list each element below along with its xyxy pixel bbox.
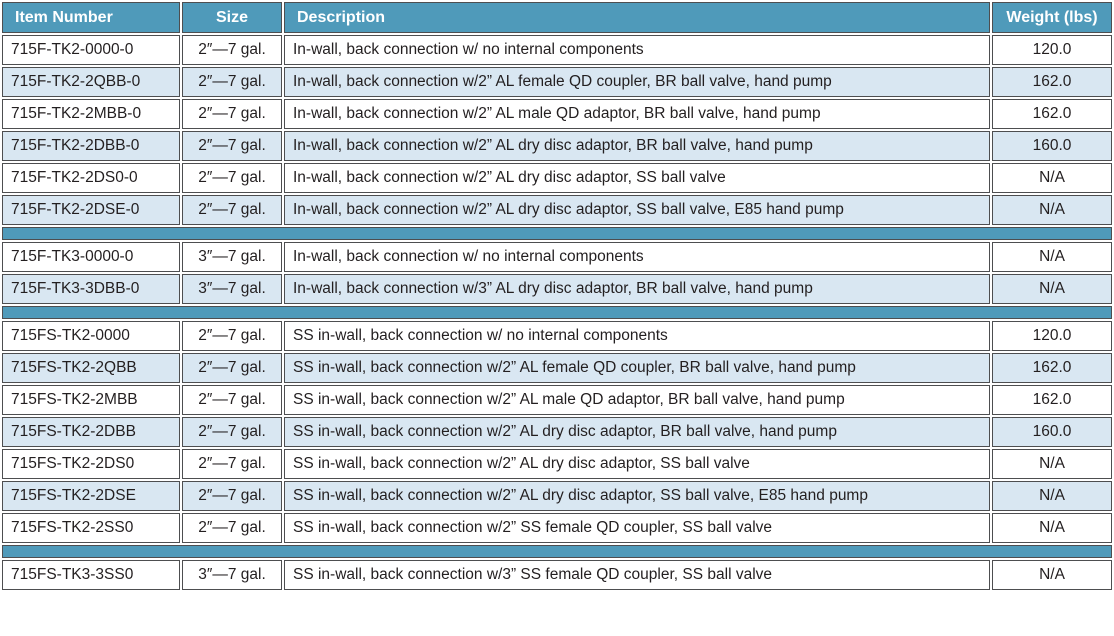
size-cell: 2″—7 gal. — [182, 417, 282, 447]
group-separator — [2, 227, 1112, 240]
size-cell: 2″—7 gal. — [182, 131, 282, 161]
size-cell: 2″—7 gal. — [182, 321, 282, 351]
item-number-cell: 715FS-TK2-2SS0 — [2, 513, 180, 543]
item-number-cell: 715FS-TK2-2DSE — [2, 481, 180, 511]
weight-cell: N/A — [992, 560, 1112, 590]
description-cell: SS in-wall, back connection w/2” AL dry … — [284, 417, 990, 447]
description-cell: In-wall, back connection w/ no internal … — [284, 242, 990, 272]
item-number-cell: 715FS-TK2-0000 — [2, 321, 180, 351]
header-description: Description — [284, 2, 990, 33]
item-number-cell: 715F-TK2-2DSE-0 — [2, 195, 180, 225]
description-cell: In-wall, back connection w/ no internal … — [284, 35, 990, 65]
description-cell: SS in-wall, back connection w/ no intern… — [284, 321, 990, 351]
item-number-cell: 715F-TK2-2QBB-0 — [2, 67, 180, 97]
weight-cell: N/A — [992, 513, 1112, 543]
weight-cell: N/A — [992, 242, 1112, 272]
weight-cell: N/A — [992, 449, 1112, 479]
description-cell: In-wall, back connection w/2” AL female … — [284, 67, 990, 97]
weight-cell: 162.0 — [992, 385, 1112, 415]
size-cell: 2″—7 gal. — [182, 67, 282, 97]
group-separator-band — [2, 227, 1112, 240]
item-number-cell: 715FS-TK2-2DS0 — [2, 449, 180, 479]
weight-cell: 160.0 — [992, 417, 1112, 447]
group-separator-band — [2, 545, 1112, 558]
weight-cell: 160.0 — [992, 131, 1112, 161]
weight-cell: 120.0 — [992, 35, 1112, 65]
description-cell: SS in-wall, back connection w/2” AL male… — [284, 385, 990, 415]
description-cell: In-wall, back connection w/3” AL dry dis… — [284, 274, 990, 304]
size-cell: 2″—7 gal. — [182, 385, 282, 415]
weight-cell: N/A — [992, 163, 1112, 193]
description-cell: SS in-wall, back connection w/2” AL fema… — [284, 353, 990, 383]
description-cell: In-wall, back connection w/2” AL dry dis… — [284, 131, 990, 161]
size-cell: 2″—7 gal. — [182, 99, 282, 129]
header-item-number: Item Number — [2, 2, 180, 33]
item-number-cell: 715FS-TK2-2DBB — [2, 417, 180, 447]
weight-cell: N/A — [992, 274, 1112, 304]
item-number-cell: 715F-TK2-2MBB-0 — [2, 99, 180, 129]
size-cell: 3″—7 gal. — [182, 560, 282, 590]
weight-cell: 120.0 — [992, 321, 1112, 351]
group-separator-band — [2, 306, 1112, 319]
weight-cell: 162.0 — [992, 353, 1112, 383]
description-cell: In-wall, back connection w/2” AL male QD… — [284, 99, 990, 129]
weight-cell: 162.0 — [992, 67, 1112, 97]
group-separator — [2, 545, 1112, 558]
item-number-cell: 715FS-TK2-2MBB — [2, 385, 180, 415]
description-cell: In-wall, back connection w/2” AL dry dis… — [284, 195, 990, 225]
header-weight: Weight (lbs) — [992, 2, 1112, 33]
weight-cell: N/A — [992, 195, 1112, 225]
weight-cell: 162.0 — [992, 99, 1112, 129]
size-cell: 2″—7 gal. — [182, 163, 282, 193]
header-size: Size — [182, 2, 282, 33]
size-cell: 2″—7 gal. — [182, 513, 282, 543]
description-cell: In-wall, back connection w/2” AL dry dis… — [284, 163, 990, 193]
size-cell: 2″—7 gal. — [182, 449, 282, 479]
item-number-cell: 715F-TK2-2DBB-0 — [2, 131, 180, 161]
size-cell: 3″—7 gal. — [182, 274, 282, 304]
size-cell: 2″—7 gal. — [182, 35, 282, 65]
item-number-cell: 715FS-TK3-3SS0 — [2, 560, 180, 590]
item-number-cell: 715FS-TK2-2QBB — [2, 353, 180, 383]
item-number-cell: 715F-TK3-3DBB-0 — [2, 274, 180, 304]
item-number-cell: 715F-TK3-0000-0 — [2, 242, 180, 272]
item-number-cell: 715F-TK2-2DS0-0 — [2, 163, 180, 193]
description-cell: SS in-wall, back connection w/2” AL dry … — [284, 481, 990, 511]
size-cell: 3″—7 gal. — [182, 242, 282, 272]
item-number-cell: 715F-TK2-0000-0 — [2, 35, 180, 65]
description-cell: SS in-wall, back connection w/2” SS fema… — [284, 513, 990, 543]
description-cell: SS in-wall, back connection w/3” SS fema… — [284, 560, 990, 590]
weight-cell: N/A — [992, 481, 1112, 511]
group-separator — [2, 306, 1112, 319]
size-cell: 2″—7 gal. — [182, 353, 282, 383]
description-cell: SS in-wall, back connection w/2” AL dry … — [284, 449, 990, 479]
size-cell: 2″—7 gal. — [182, 481, 282, 511]
size-cell: 2″—7 gal. — [182, 195, 282, 225]
product-spec-table: Item Number Size Description Weight (lbs… — [2, 2, 1112, 590]
header-row: Item Number Size Description Weight (lbs… — [2, 2, 1112, 33]
